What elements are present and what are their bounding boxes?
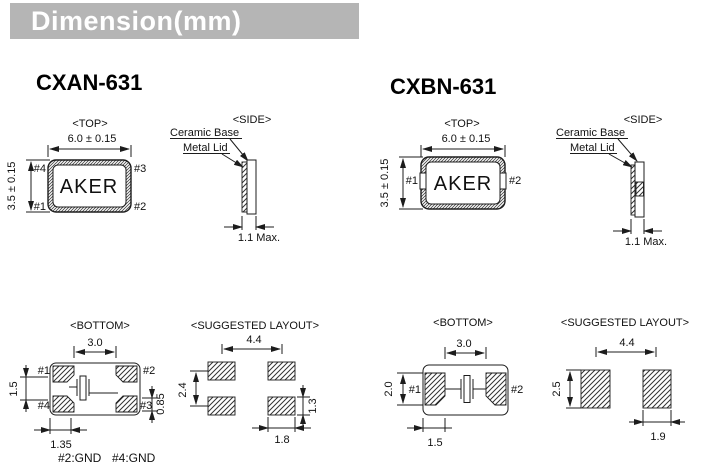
cxan-layout-pad-width-dim-lines [252,417,311,432]
cxan-layout-pad-height-dim: 1.3 [307,398,319,413]
cxan-layout-vpitch-dim: 2.4 [177,382,189,397]
cxan-top-pin2: #2 [134,201,146,213]
cxan-bottom-pad-height-dim-lines [20,365,48,412]
cxbn-top-pin1: #1 [406,175,418,187]
cxan-side-view: <SIDE> Ceramic Base Metal Lid 1.1 Max. [170,114,280,244]
cxbn-bottom-pad-height-dim-lines [397,372,423,406]
cxan-bottom-pad-span-dim: 3.0 [87,337,102,349]
cxan-layout-vpitch-dim-lines [190,370,208,407]
cxan-bottom-pin1: #1 [38,365,50,377]
cxan-ground-note-pin4: #4:GND [112,451,156,465]
cxbn-top-width-dim-lines [420,145,506,157]
cxan-top-pin1: #1 [34,201,46,213]
cxbn-bottom-pin2: #2 [511,384,523,396]
cxbn-bottom-pad-height-dim: 2.0 [383,381,395,396]
cxbn-side-thickness-dim: 1.1 Max. [625,236,667,248]
cxbn-layout-vpitch-dim-lines [566,369,581,409]
cxan-side-thickness-dim: 1.1 Max. [238,232,280,244]
cxan-layout-hpitch-dim-lines [221,344,283,354]
cxbn-layout-hpitch-dim: 4.4 [619,337,634,349]
section-header-bar: Dimension(mm) [10,3,359,39]
cxbn-crystal-symbol [445,375,486,403]
page-title: Dimension(mm) [31,6,242,36]
cxan-bottom-pad-width-dim-lines [34,418,87,434]
cxbn-layout-hpitch-dim-lines [595,347,657,357]
cxan-brand-mark: AKER [60,176,118,198]
cxbn-bottom-view: <BOTTOM> 3.0 #1 #2 [383,317,523,449]
cxan-top-width-dim-lines [47,145,132,157]
cxan-layout-view: <SUGGESTED LAYOUT> 4.4 2.4 [177,320,319,446]
cxan-side-label: <SIDE> [233,114,272,126]
cxbn-side-callout-leaders [556,138,638,168]
cxbn-layout-label: <SUGGESTED LAYOUT> [561,317,689,329]
cxan-bottom-label: <BOTTOM> [70,320,130,332]
cxan-side-callout-leaders [170,138,249,168]
cxan-bottom-pad-corner-dim: 0.85 [155,393,167,414]
cxbn-bottom-pad-span-dim-lines [444,347,487,359]
model-title-cxbn: CXBN-631 [390,74,497,99]
cxbn-bottom-pin1: #1 [409,384,421,396]
cxbn-top-pin2: #2 [509,175,521,187]
cxbn-side-electrode [635,181,644,197]
cxan-bottom-pin3: #3 [140,400,152,412]
cxan-side-ceramic-base [246,159,257,215]
cxan-bottom-pin2: #2 [143,365,155,377]
cxbn-bottom-pads [424,372,507,406]
cxan-top-height-dim-lines [26,159,50,213]
cxbn-layout-vpitch-dim: 2.5 [551,381,563,396]
cxan-package-lid [52,164,127,208]
cxbn-ceramic-base-callout: Ceramic Base [556,127,625,139]
cxbn-layout-view: <SUGGESTED LAYOUT> 4.4 2.5 [551,317,689,443]
cxan-bottom-pad-height-dim: 1.5 [8,381,20,396]
cxbn-right-edge-pad [499,172,507,190]
cxan-top-width-dim: 6.0 ± 0.15 [68,133,117,145]
cxan-top-view: <TOP> 6.0 ± 0.15 AKER #4 #3 #1 #2 3.5 ± … [6,118,146,213]
cxbn-bottom-pad-width-dim: 1.5 [427,437,442,449]
cxan-bottom-view: <BOTTOM> 3.0 #1 #2 [8,320,167,465]
cxbn-brand-mark: AKER [434,173,492,195]
cxbn-bottom-pad-width-dim-lines [407,418,452,432]
model-title-cxan: CXAN-631 [36,70,143,95]
cxbn-top-label: <TOP> [444,118,479,130]
cxan-bottom-pad-corner-dim-lines [142,386,158,423]
cxbn-top-width-dim: 6.0 ± 0.15 [442,133,491,145]
cxan-bottom-pad-width-dim: 1.35 [50,439,71,451]
cxan-bottom-pin4: #4 [38,400,50,412]
cxan-crystal-symbol [69,375,118,401]
cxan-ground-note-pin2: #2:GND [58,451,102,465]
cxan-top-label: <TOP> [72,118,107,130]
cxan-ceramic-base-callout: Ceramic Base [170,127,239,139]
cxbn-side-view: <SIDE> Ceramic Base Metal Lid 1.1 Max. [556,114,667,248]
cxbn-left-edge-pad [419,172,427,190]
cxan-side-metal-lid [241,161,248,213]
cxan-top-pin3: #3 [134,163,146,175]
cxan-layout-pads [207,361,296,416]
cxbn-layout-pad-width-dim: 1.9 [650,431,665,443]
cxbn-bottom-label: <BOTTOM> [433,317,493,329]
cxan-layout-pad-width-dim: 1.8 [274,434,289,446]
cxbn-metal-lid-callout: Metal Lid [570,142,615,154]
cxan-top-height-dim: 3.5 ± 0.15 [6,162,18,211]
cxbn-top-view: <TOP> 6.0 ± 0.15 AKER #1 #2 3.5 ± 0.15 [379,118,521,210]
cxan-bottom-pad-span-dim-lines [73,346,117,358]
cxbn-side-metal-lid [630,164,636,216]
cxbn-top-height-dim: 3.5 ± 0.15 [379,159,391,208]
cxan-layout-label: <SUGGESTED LAYOUT> [191,320,319,332]
cxan-side-thickness-dim-lines [224,216,274,230]
cxbn-side-label: <SIDE> [624,114,663,126]
cxbn-bottom-pad-span-dim: 3.0 [456,338,471,350]
cxbn-side-thickness-dim-lines [613,219,662,234]
cxan-metal-lid-callout: Metal Lid [183,142,228,154]
cxan-layout-hpitch-dim: 4.4 [246,334,261,346]
cxan-bottom-pads [52,365,138,413]
cxan-top-pin4: #4 [34,163,46,175]
cxbn-layout-pads [580,369,672,409]
cxbn-layout-pad-width-dim-lines [629,410,685,426]
cxbn-top-height-dim-lines [399,156,423,210]
